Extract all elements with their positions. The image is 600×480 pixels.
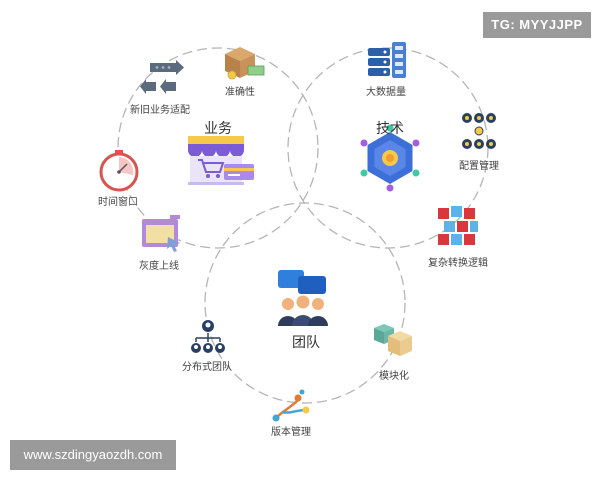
- gray-release-label: 灰度上线: [139, 261, 179, 272]
- tg-watermark-badge: TG: MYYJJPP: [483, 12, 591, 38]
- version-management-label: 版本管理: [271, 427, 311, 438]
- team-circle: [204, 202, 406, 404]
- modular-label: 模块化: [379, 371, 409, 382]
- team-title: 团队: [292, 335, 320, 351]
- distributed-team-label: 分布式团队: [182, 362, 232, 373]
- config-management-label: 配置管理: [459, 161, 499, 172]
- distributed-team-icon: [191, 320, 225, 353]
- technology-title: 技术: [376, 121, 404, 137]
- business-circle: [117, 47, 319, 249]
- network-hexagon-icon: [360, 124, 420, 192]
- shop-icon: [188, 136, 254, 185]
- url-watermark-badge: www.szdingyaozdh.com: [10, 440, 176, 470]
- business-title: 业务: [204, 121, 232, 137]
- branch-icon: [272, 389, 310, 422]
- box-icon: [225, 47, 265, 80]
- time-window-label: 时间窗口: [98, 197, 138, 208]
- complex-logic-label: 复杂转换逻辑: [428, 258, 488, 269]
- stopwatch-icon: [99, 150, 139, 192]
- new-old-business-label: 新旧业务适配: [130, 105, 190, 116]
- arrows-icon: [140, 60, 184, 94]
- database-icon: [368, 42, 406, 78]
- team-icon: [278, 270, 328, 326]
- cubes-icon: [374, 324, 412, 356]
- accuracy-label: 准确性: [225, 87, 255, 98]
- window-icon: [142, 215, 180, 252]
- gears-icon: [462, 113, 496, 149]
- blocks-icon: [438, 206, 478, 245]
- big-data-label: 大数据量: [366, 87, 406, 98]
